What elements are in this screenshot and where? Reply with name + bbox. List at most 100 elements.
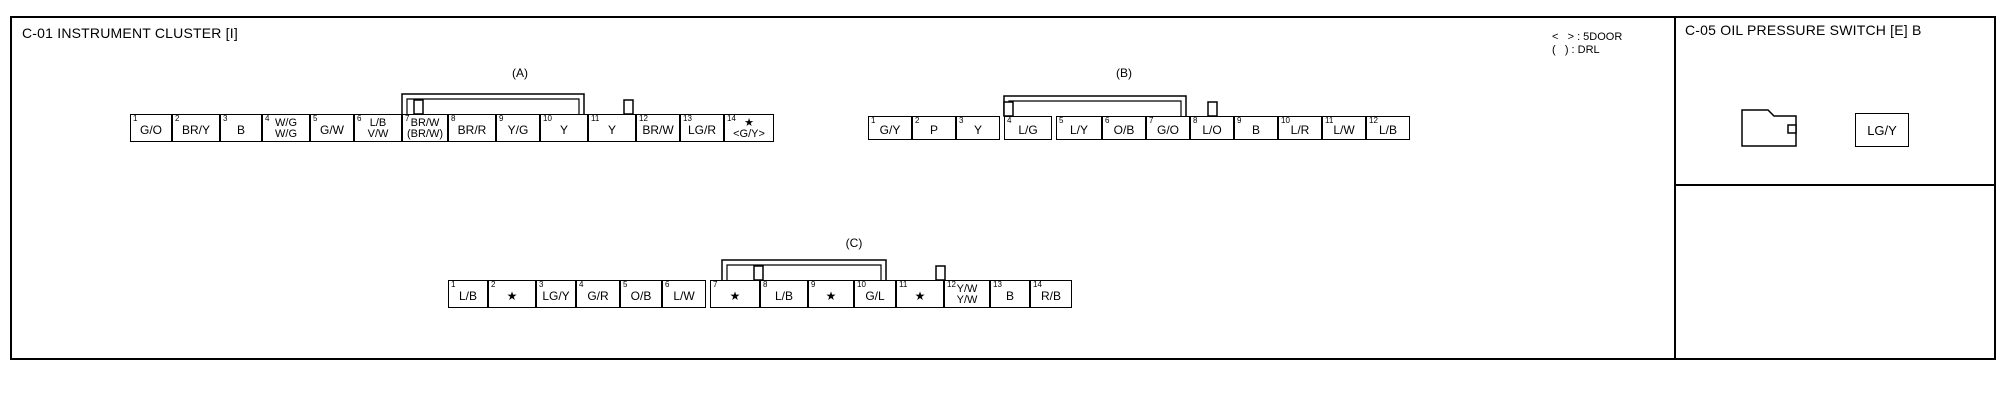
pin-c-2: 2★	[488, 280, 536, 308]
wire-color: P	[929, 123, 938, 137]
pin-number: 2	[915, 116, 920, 125]
wire-color: L/B	[774, 289, 793, 303]
wire-color: G/W	[320, 123, 344, 137]
wire-color: BR/R	[457, 123, 487, 137]
pin-number: 12	[639, 114, 648, 123]
c01-title: C-01 INSTRUMENT CLUSTER [I]	[22, 25, 238, 41]
wire-color: Y	[973, 123, 982, 137]
wire-color: ★	[914, 289, 926, 303]
wire-color: W/G	[275, 117, 297, 129]
wire-color: ★	[825, 289, 837, 303]
wire-color: B	[236, 123, 245, 137]
pin-number: 8	[763, 280, 768, 289]
wire-color: Y/W	[956, 283, 978, 295]
connector-latch-icon	[1003, 95, 1218, 117]
pin-number: 2	[491, 280, 496, 289]
pin-number: 9	[811, 280, 816, 289]
pin-number: 11	[591, 114, 600, 123]
wire-color: L/B	[458, 289, 477, 303]
pin-number: 14	[1033, 280, 1042, 289]
pin-number: 6	[1105, 116, 1110, 125]
wire-color: LG/R	[687, 123, 716, 137]
wire-color: ★	[506, 289, 518, 303]
wire-color: B	[1251, 123, 1260, 137]
connector-label: (A)	[512, 66, 528, 80]
pin-number: 9	[1237, 116, 1242, 125]
wire-color: ★	[729, 289, 741, 303]
pin-c-11: 11★	[896, 280, 944, 308]
wire-color: L/Y	[1069, 123, 1088, 137]
c05-divider	[1674, 184, 1996, 186]
pin-number: 10	[857, 280, 866, 289]
c05-panel	[1674, 16, 1996, 360]
pin-number: 1	[133, 114, 138, 123]
pin-number: 6	[357, 114, 362, 123]
pin-number: 13	[683, 114, 692, 123]
wire-color: <G/Y>	[733, 128, 765, 140]
wire-color: L/W	[1333, 123, 1355, 137]
pin-number: 7	[713, 280, 718, 289]
pin-c-9: 9★	[808, 280, 854, 308]
wire-color: BR/W	[410, 117, 440, 129]
wire-color: Y	[559, 123, 568, 137]
pin-a-14: 14★<G/Y>	[724, 114, 774, 142]
pin-number: 4	[1007, 116, 1012, 125]
pin-number: 3	[539, 280, 544, 289]
pin-number: 2	[175, 114, 180, 123]
connector-latch-icon	[401, 93, 634, 115]
wire-color: O/B	[1113, 123, 1135, 137]
pin-number: 7	[405, 114, 410, 123]
legend-drl: ( ) : DRL	[1552, 44, 1600, 56]
pin-number: 8	[451, 114, 456, 123]
wire-color: BR/Y	[181, 123, 210, 137]
legend-5door: < > : 5DOOR	[1552, 31, 1623, 43]
wire-color: BR/W	[642, 123, 674, 137]
pin-number: 1	[871, 116, 876, 125]
pin-number: 13	[993, 280, 1002, 289]
wire-color: L/R	[1290, 123, 1310, 137]
wire-color: O/B	[630, 289, 652, 303]
oil-pressure-switch-connector-icon	[1741, 109, 1797, 147]
pin-number: 12	[1369, 116, 1378, 125]
wire-color: L/O	[1202, 123, 1222, 137]
wire-color: W/G	[275, 128, 297, 140]
pin-number: 5	[623, 280, 628, 289]
wire-color: (BR/W)	[406, 128, 444, 140]
pin-number: 1	[451, 280, 456, 289]
connector-label: (B)	[1116, 66, 1132, 80]
wire-color: ★	[744, 117, 754, 129]
wire-color: L/B	[1378, 123, 1397, 137]
wire-color: LG/Y	[542, 289, 570, 303]
pin-number: 4	[579, 280, 584, 289]
pin-number: 3	[959, 116, 964, 125]
pin-number: 10	[1281, 116, 1290, 125]
wire-color: L/B	[369, 117, 387, 129]
wire-color: Y	[607, 123, 616, 137]
pin-number: 8	[1193, 116, 1198, 125]
